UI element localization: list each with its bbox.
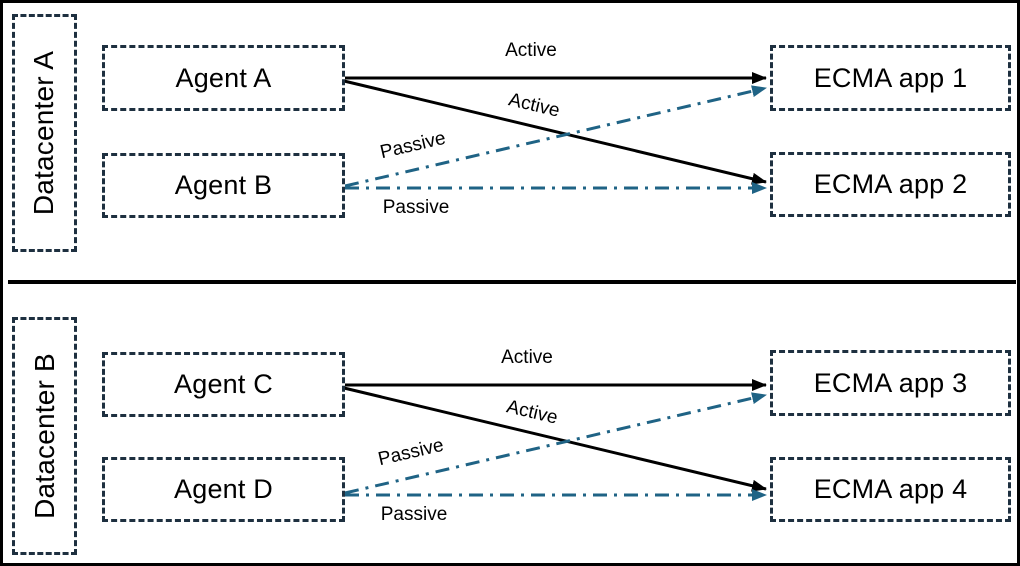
ecma-app-1-label: ECMA app 1 bbox=[813, 62, 968, 93]
ecma-app-3-label: ECMA app 3 bbox=[813, 367, 968, 398]
ecma-app-1-node: ECMA app 1 bbox=[770, 45, 1011, 111]
ecma-app-4-label: ECMA app 4 bbox=[813, 474, 968, 504]
agent-c-label: Agent C bbox=[174, 369, 273, 399]
arrow-agentC-app4-active bbox=[343, 386, 767, 492]
label-passive-b1: Passive bbox=[378, 127, 448, 164]
label-active-a1: Active bbox=[505, 40, 557, 61]
ecma-app-2-node: ECMA app 2 bbox=[770, 152, 1011, 217]
ecma-app-4-node: ECMA app 4 bbox=[770, 457, 1011, 522]
agent-b-label: Agent B bbox=[174, 170, 273, 200]
label-passive-d4: Passive bbox=[380, 504, 448, 525]
label-active-a2: Active bbox=[506, 89, 562, 122]
label-passive-b2: Passive bbox=[382, 197, 450, 218]
datacenter-a-group: Datacenter A bbox=[12, 14, 77, 252]
datacenter-divider-line bbox=[8, 280, 1016, 284]
label-active-c4: Active bbox=[504, 396, 560, 429]
ecma-app-2-label: ECMA app 2 bbox=[813, 169, 968, 199]
agent-d-label: Agent D bbox=[174, 474, 273, 504]
ecma-app-3-node: ECMA app 3 bbox=[770, 350, 1011, 416]
datacenter-a-label: Datacenter A bbox=[28, 50, 60, 216]
agent-a-label: Agent A bbox=[175, 62, 272, 93]
label-passive-d3: Passive bbox=[376, 434, 446, 471]
arrow-agentA-app2-active bbox=[343, 79, 767, 185]
agent-b-node: Agent B bbox=[102, 153, 345, 218]
label-active-c3: Active bbox=[501, 347, 553, 368]
agent-a-node: Agent A bbox=[102, 45, 345, 111]
agent-d-node: Agent D bbox=[102, 457, 345, 522]
datacenter-b-label: Datacenter B bbox=[28, 353, 60, 519]
agent-c-node: Agent C bbox=[102, 352, 345, 417]
datacenter-b-group: Datacenter B bbox=[12, 317, 77, 555]
